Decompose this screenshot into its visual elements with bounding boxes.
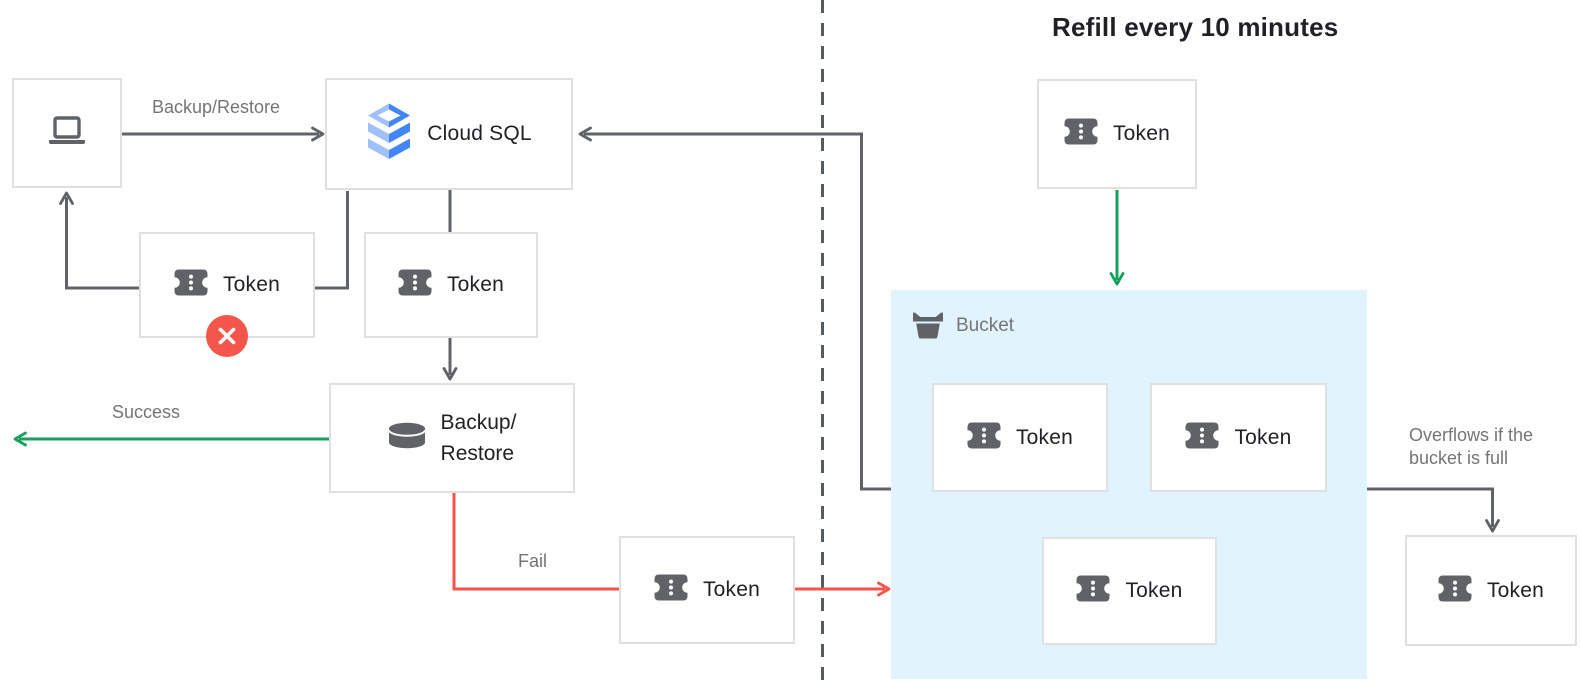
token-fail-node: Token <box>619 536 795 644</box>
bucket-icon <box>911 308 945 344</box>
token-label: Token <box>1112 122 1171 145</box>
dashed-divider-line <box>821 0 824 690</box>
refill-title: Refill every 10 minutes <box>1052 12 1339 42</box>
token-icon <box>1438 575 1472 607</box>
bucket-token-3-node: Token <box>1042 537 1217 645</box>
bucket-header: Bucket <box>911 308 1014 344</box>
token-pending-node: Token <box>364 232 538 338</box>
bucket-token-1-node: Token <box>932 383 1108 492</box>
edge-token-rejected-to-cloudsql <box>315 191 349 290</box>
token-icon <box>174 269 208 301</box>
edge-overflow <box>1367 487 1500 533</box>
token-label: Token <box>1486 578 1545 602</box>
token-icon <box>1185 422 1219 454</box>
laptop-icon <box>47 115 87 151</box>
cloud-sql-icon <box>366 103 412 165</box>
bucket-token-2-node: Token <box>1150 383 1327 492</box>
client-node <box>12 78 122 188</box>
backup-restore-label: Backup/ Restore <box>441 407 517 469</box>
token-icon <box>1076 575 1110 607</box>
success-label: Success <box>112 402 181 422</box>
token-label: Token <box>1125 579 1183 602</box>
backup-restore-label-line2: Restore <box>440 442 515 465</box>
edge-bucket-to-cloudsql <box>578 126 891 491</box>
error-x-icon <box>206 315 248 357</box>
database-icon <box>387 422 426 454</box>
token-label: Token <box>702 578 761 601</box>
edge-fail <box>452 493 620 591</box>
token-label: Token <box>222 273 281 296</box>
backup-restore-label-line1: Backup/ <box>440 411 517 434</box>
token-icon <box>967 422 1001 454</box>
overflow-label: Overflows if the bucket is full <box>1409 425 1534 468</box>
fail-label: Fail <box>518 551 548 571</box>
token-overflow-node: Token <box>1405 535 1577 646</box>
token-icon <box>398 269 432 301</box>
bucket-label: Bucket <box>956 315 1015 336</box>
token-label: Token <box>446 273 505 296</box>
token-label: Token <box>1234 425 1292 449</box>
token-icon <box>1064 118 1098 150</box>
token-label: Token <box>1015 425 1074 449</box>
edge-token-rejected-to-client <box>59 191 139 290</box>
cloud-sql-node: Cloud SQL <box>325 78 573 190</box>
cloud-sql-label: Cloud SQL <box>427 122 532 145</box>
backup-restore-arrow-label: Backup/Restore <box>152 97 281 117</box>
token-rejected-node: Token <box>139 232 315 357</box>
token-refill-node: Token <box>1037 79 1197 189</box>
backup-restore-node: Backup/ Restore <box>329 383 575 493</box>
token-icon <box>654 574 688 606</box>
